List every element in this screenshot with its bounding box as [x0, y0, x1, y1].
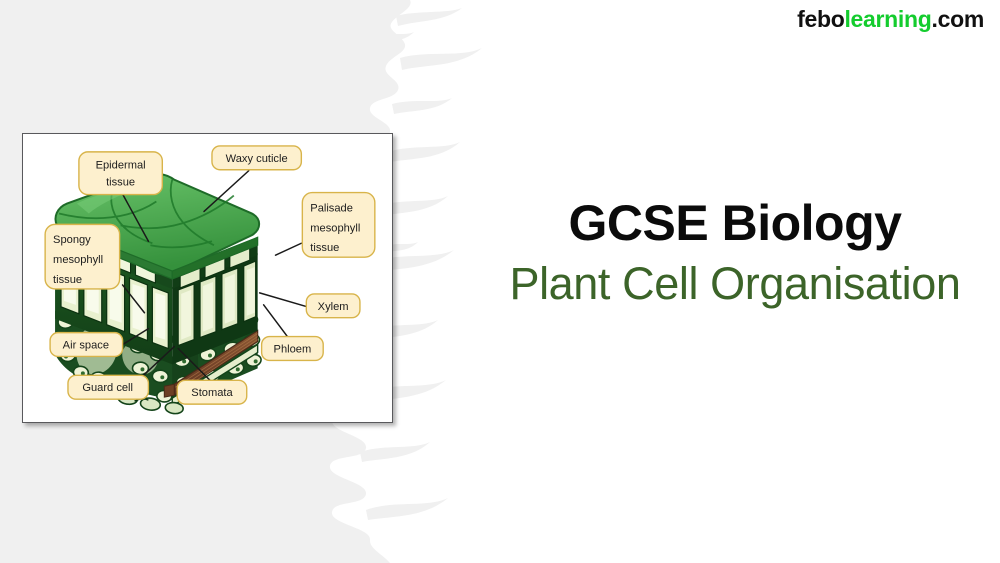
label-spongy-line3: tissue — [53, 274, 82, 286]
epidermis-cells-side — [179, 247, 251, 289]
leader-airspace — [121, 327, 150, 346]
cuticle-highlight — [76, 189, 135, 214]
label-guard-cell[interactable]: Guard cell — [67, 374, 150, 400]
leaf-cross-section-diagram: Epidermal tissue Waxy cuticle Palisade m… — [44, 145, 376, 415]
label-spongy-line2: mesophyll — [53, 254, 103, 266]
logo-text-febo: febo — [797, 6, 845, 32]
label-phloem-line1: Phloem — [274, 343, 312, 355]
label-palisade-line2: mesophyll — [310, 222, 360, 234]
page-title: GCSE Biology — [568, 195, 902, 251]
label-phloem[interactable]: Phloem — [260, 335, 324, 362]
leader-spongy — [121, 284, 146, 314]
label-stomata-line1: Stomata — [191, 387, 233, 399]
label-epidermal-tissue-line1: Epidermal — [96, 160, 146, 172]
cuticle-segments — [58, 179, 235, 249]
leader-palisade — [274, 242, 303, 256]
label-waxy-cuticle-line1: Waxy cuticle — [226, 153, 288, 165]
leader-epidermal — [118, 187, 150, 242]
label-epidermal-tissue[interactable]: Epidermal tissue — [78, 151, 164, 196]
leader-waxy — [203, 170, 250, 213]
leader-stomata — [177, 347, 213, 384]
title-block: GCSE Biology Plant Cell Organisation — [470, 196, 1000, 309]
diagram-labels: Epidermal tissue Waxy cuticle Palisade m… — [44, 145, 376, 405]
site-logo: febolearning.com — [797, 6, 984, 33]
label-waxy-cuticle[interactable]: Waxy cuticle — [211, 145, 303, 171]
logo-text-learning: learning — [844, 6, 932, 32]
leader-guard — [141, 345, 175, 378]
label-leader-lines — [118, 170, 309, 384]
xylem-left-cap — [163, 383, 175, 398]
leader-xylem — [258, 292, 309, 308]
page-subtitle: Plant Cell Organisation — [509, 258, 961, 309]
label-palisade-line1: Palisade — [310, 202, 353, 214]
label-air-space[interactable]: Air space — [49, 331, 124, 358]
label-palisade-line3: tissue — [310, 242, 339, 254]
label-spongy-line1: Spongy — [53, 234, 91, 246]
cuticle-edge-right — [171, 236, 259, 280]
label-air-space-line1: Air space — [63, 340, 109, 352]
label-guard-cell-line1: Guard cell — [82, 382, 133, 394]
label-palisade-mesophyll-tissue[interactable]: Palisade mesophyll tissue — [301, 191, 376, 258]
palisade-vacuoles-side — [181, 267, 255, 340]
label-xylem[interactable]: Xylem — [305, 293, 361, 319]
label-spongy-mesophyll-tissue[interactable]: Spongy mesophyll tissue — [44, 223, 121, 290]
label-xylem-line1: Xylem — [318, 301, 349, 313]
leaf-diagram-frame: Epidermal tissue Waxy cuticle Palisade m… — [22, 133, 393, 423]
label-epidermal-tissue-line2: tissue — [106, 177, 135, 189]
label-stomata[interactable]: Stomata — [176, 379, 248, 405]
logo-text-dotcom: .com — [931, 6, 985, 32]
